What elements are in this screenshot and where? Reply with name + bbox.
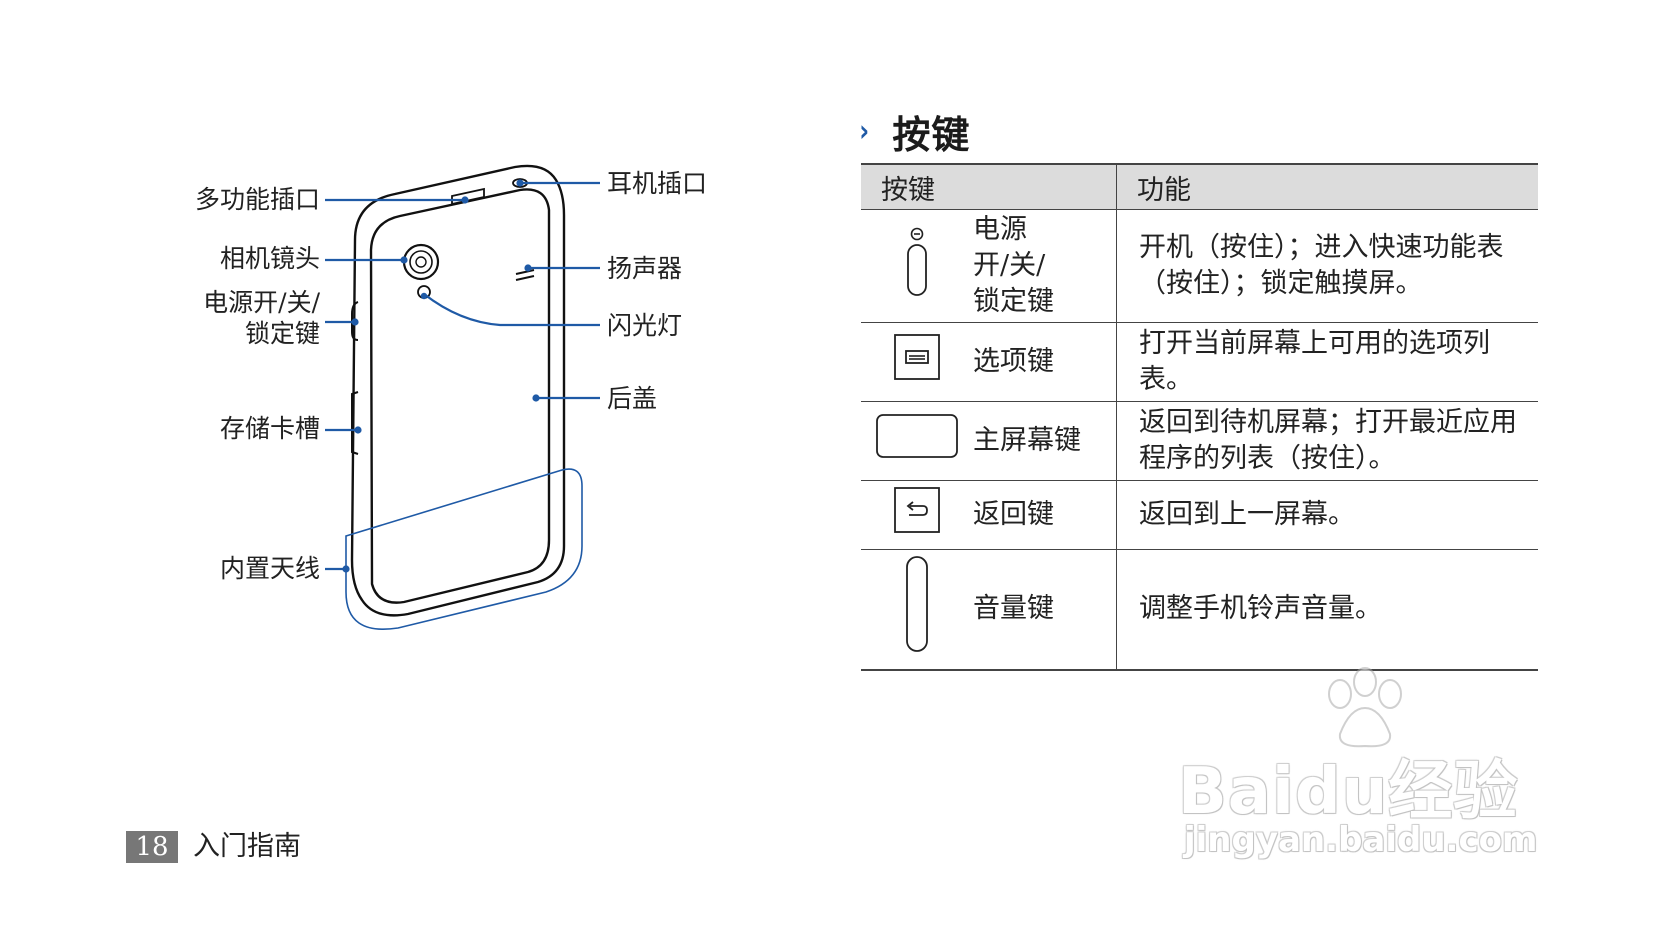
key-desc-menu: 打开当前屏幕上可用的选项列表。: [1116, 322, 1538, 402]
camera-lens-inner: [409, 250, 433, 274]
table-row: 返回键 返回到上一屏幕。: [861, 480, 1538, 550]
menu-key-icon: [894, 334, 940, 380]
header-function: 功能: [1116, 163, 1538, 210]
key-desc-back: 返回到上一屏幕。: [1116, 480, 1538, 550]
label-multifunction-jack: 多功能插口: [194, 185, 320, 214]
table-row: 电源 开/关/ 锁定键 开机（按住）；进入快速功能表（按住）；锁定触摸屏。: [861, 209, 1538, 323]
key-name-volume: 音量键: [973, 549, 1117, 671]
key-name-back: 返回键: [973, 480, 1117, 550]
key-name-power-line2: 开/关/: [973, 250, 1046, 281]
label-camera-lens: 相机镜头: [219, 244, 320, 273]
key-desc-volume: 调整手机铃声音量。: [1116, 549, 1538, 671]
label-power-lock-key: 电源开/关/ 锁定键: [160, 287, 320, 349]
home-key-icon: [876, 414, 958, 458]
back-panel-outline: [369, 188, 551, 604]
card-slot-shape: [351, 391, 359, 455]
table-row: 选项键 打开当前屏幕上可用的选项列表。: [861, 322, 1538, 402]
section-heading: › 按键: [858, 104, 970, 159]
phone-outline: [350, 164, 566, 617]
watermark-url: jingyan.baidu.com: [1184, 820, 1538, 860]
label-speaker: 扬声器: [607, 254, 683, 283]
key-desc-power: 开机（按住）；进入快速功能表（按住）；锁定触摸屏。: [1116, 209, 1538, 323]
multifunction-jack-shape: [451, 187, 485, 206]
label-power-lock-key-line2: 锁定键: [244, 319, 320, 348]
label-memory-card-slot: 存储卡槽: [219, 414, 320, 443]
volume-key-icon: [906, 556, 928, 653]
back-key-icon: [894, 487, 940, 533]
key-desc-home: 返回到待机屏幕；打开最近应用程序的列表（按住）。: [1116, 401, 1538, 481]
table-row: 音量键 调整手机铃声音量。: [861, 549, 1538, 671]
antenna-region-outline: [345, 468, 583, 630]
label-headset-jack: 耳机插口: [607, 169, 708, 198]
section-title: 按键: [892, 113, 971, 157]
page-number: 18: [126, 831, 178, 863]
camera-lens-outer: [402, 243, 440, 281]
label-back-cover: 后盖: [607, 384, 658, 413]
power-key-icon: [907, 227, 927, 296]
label-power-lock-key-line1: 电源开/关/: [203, 288, 320, 317]
key-name-menu: 选项键: [973, 322, 1117, 402]
key-name-power-line3: 锁定键: [973, 286, 1054, 317]
table-header-row: 按键 功能: [861, 163, 1538, 210]
label-flash: 闪光灯: [607, 311, 683, 340]
key-name-home: 主屏幕键: [973, 401, 1117, 481]
table-row: 主屏幕键 返回到待机屏幕；打开最近应用程序的列表（按住）。: [861, 401, 1538, 481]
baidu-watermark: Baidu经验 jingyan.baidu.com: [1170, 667, 1570, 880]
speaker-grille: [515, 269, 535, 281]
keys-table: 按键 功能 电源 开/关/ 锁定键 开机（按住）；进入快速功能表（按住）；锁定触…: [861, 163, 1538, 671]
key-name-power-line1: 电源: [973, 214, 1027, 245]
chapter-title: 入门指南: [193, 831, 301, 862]
phone-back-diagram: [325, 164, 600, 630]
watermark-brand: Baidu经验: [1178, 755, 1519, 829]
chevron-right-icon: ›: [859, 114, 870, 149]
paw-logo-icon: [1328, 667, 1402, 748]
label-internal-antenna: 内置天线: [219, 554, 320, 583]
header-key: 按键: [861, 163, 1117, 210]
